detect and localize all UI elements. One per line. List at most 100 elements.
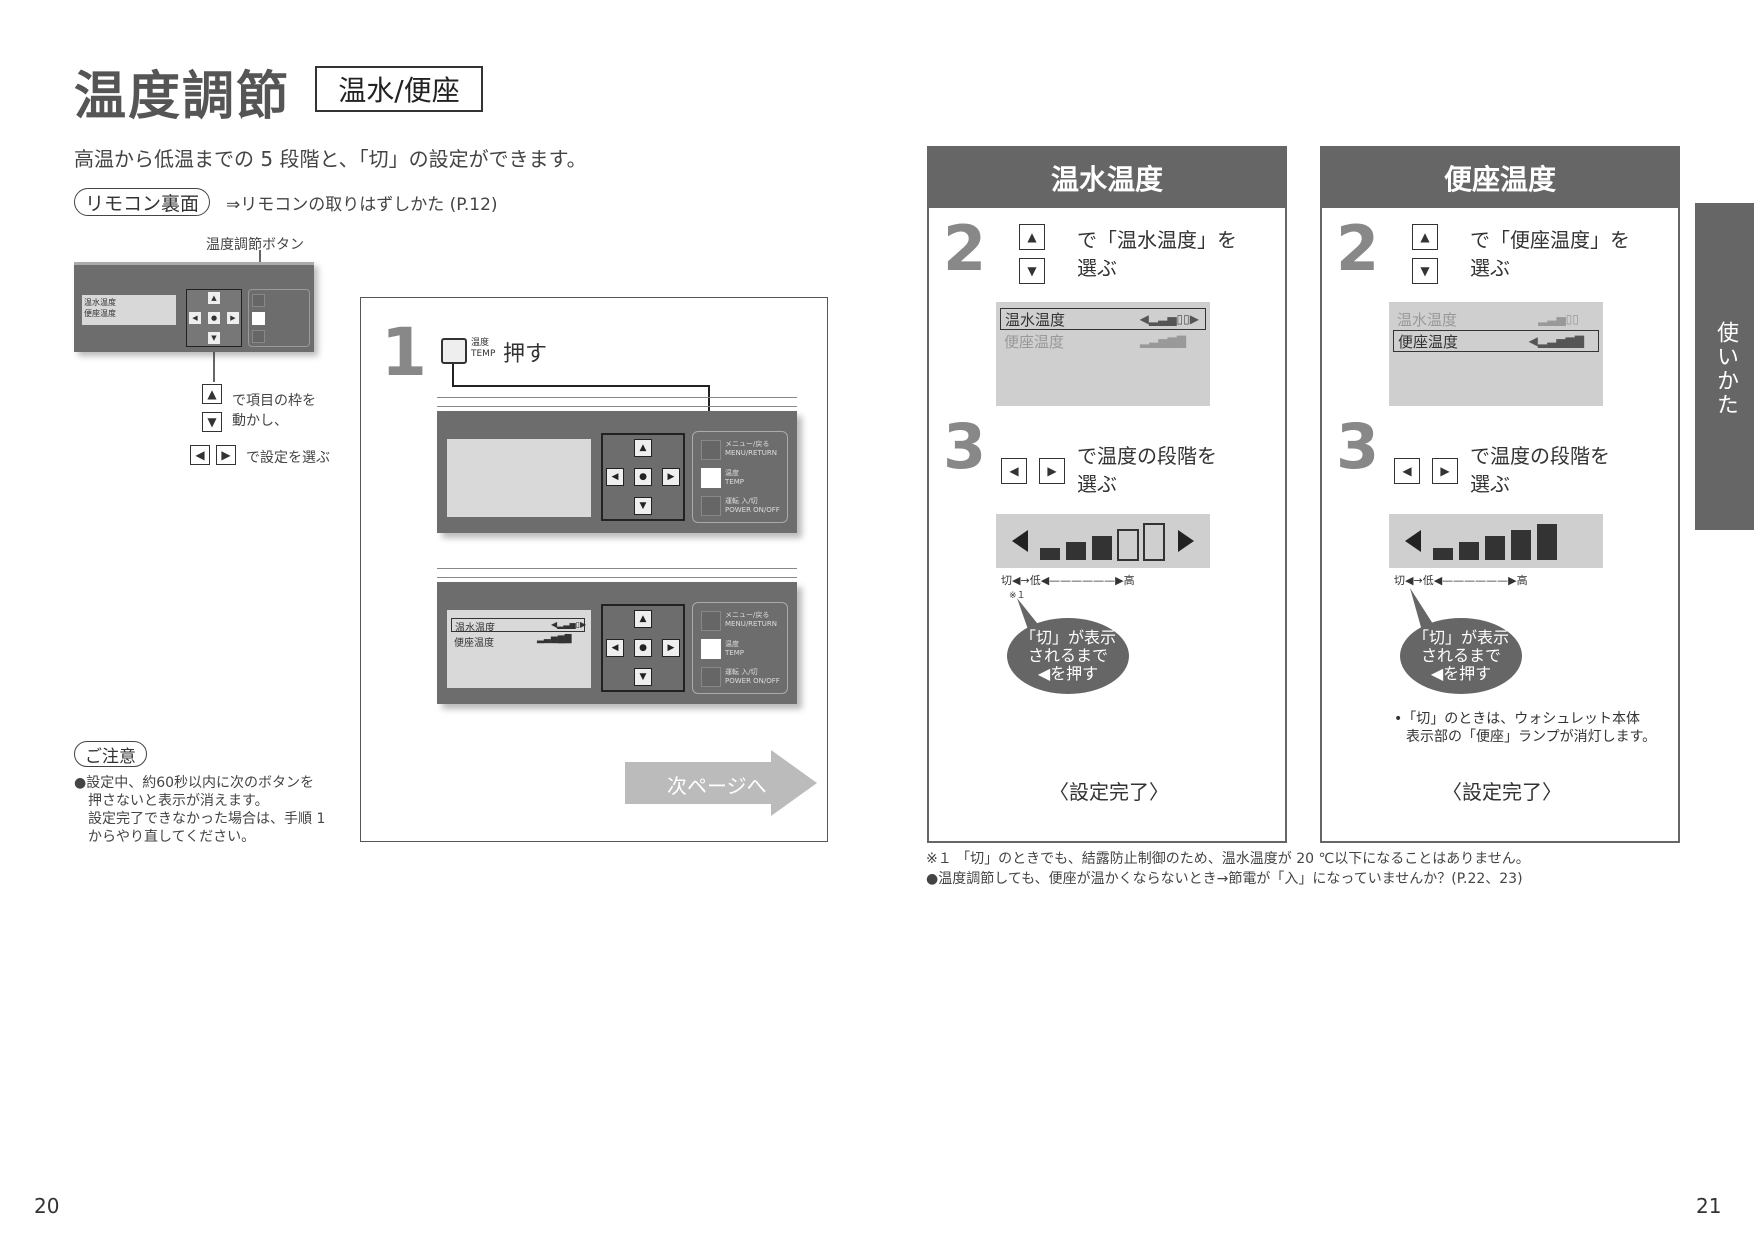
- water-step2-line2: 選ぶ: [1077, 256, 1117, 280]
- page-number-left: 20: [34, 1194, 60, 1218]
- remote-2-screen: 温水温度 ◀▂▃▅▯▶ 便座温度 ▂▃▅▆▇: [447, 610, 591, 688]
- side-tab[interactable]: 使いかた: [1695, 203, 1754, 530]
- mini-remote: 温水温度 便座温度 ▲ ◀ ● ▶ ▼: [74, 262, 314, 352]
- r1-temp-button: [701, 468, 721, 488]
- down-arrow-icon: ▼: [202, 412, 222, 432]
- r2-power-button: [701, 667, 721, 687]
- remote-1-screen: [447, 439, 591, 517]
- water-right-icon: ▶: [1039, 458, 1065, 484]
- r1-right-icon: ▶: [662, 468, 680, 486]
- section-tag: 温水/便座: [315, 66, 483, 112]
- seat-bubble: 「切」が表示 されるまで ◀を押す: [1400, 618, 1522, 694]
- water-step3-line1: で温度の段階を: [1077, 444, 1217, 468]
- water-step3-num: 3: [943, 410, 987, 483]
- r2-menu-button: [701, 611, 721, 631]
- step1-action: 押す: [503, 342, 548, 367]
- seat-down-icon: ▼: [1412, 258, 1438, 284]
- r2-left-icon: ◀: [606, 639, 624, 657]
- mini-up-icon: ▲: [208, 292, 220, 304]
- water-bubble-2: されるまで: [1027, 646, 1108, 665]
- mini-remote-screen: 温水温度 便座温度: [82, 295, 176, 325]
- r1-power-button: [701, 496, 721, 516]
- r1-menu-button: [701, 440, 721, 460]
- temp-btn-bottom: TEMP: [471, 349, 496, 359]
- seat-lcd-row1-bars: ▂▃▅▯▯: [1538, 312, 1579, 326]
- water-lcd: 温水温度◀▂▃▅▯▯▶ 便座温度▂▃▅▆▇: [996, 302, 1210, 406]
- right-arrow-icon: ▶: [216, 445, 236, 465]
- seat-step3-text: で温度の段階を 選ぶ: [1470, 442, 1610, 498]
- seat-right-icon: ▶: [1432, 458, 1458, 484]
- water-scale-low: 低: [1029, 574, 1041, 587]
- mini-row-1: 温水温度: [84, 298, 116, 307]
- water-bubble-3: ◀を押す: [1037, 664, 1099, 683]
- mini-side-buttons: [248, 289, 310, 347]
- intro-text: 高温から低温までの 5 段階と、「切」の設定ができます。: [74, 147, 587, 171]
- seat-step2-line1: で「便座温度」を: [1470, 228, 1630, 252]
- water-left-icon: ◀: [1001, 458, 1027, 484]
- r2-temp-button: [701, 639, 721, 659]
- water-scale: 切◀→低◀——————▶高: [1001, 574, 1135, 587]
- remote-2: 温水温度 ◀▂▃▅▯▶ 便座温度 ▂▃▅▆▇ ▲ ◀ ● ▶ ▼ メニュー/戻る…: [437, 568, 797, 704]
- mini-power-square: [252, 330, 265, 343]
- seat-level-bars: [1389, 514, 1603, 568]
- caution-pill: ご注意: [74, 741, 147, 767]
- leader-line-2: [213, 352, 215, 382]
- seat-lcd-row2-bars: ◀▂▃▅▆▇: [1528, 334, 1584, 348]
- mini-left-icon: ◀: [189, 312, 201, 324]
- mini-row-2: 便座温度: [84, 309, 116, 318]
- seat-scale-off: 切: [1394, 574, 1405, 587]
- r1-left-icon: ◀: [606, 468, 624, 486]
- mini-menu-square: [252, 294, 265, 307]
- water-step2-text: で「温水温度」を 選ぶ: [1077, 226, 1237, 282]
- water-lcd-row1: 温水温度◀▂▃▅▯▯▶: [1000, 308, 1206, 330]
- caution-line-4: からやり直してください。: [88, 829, 256, 845]
- next-page-arrow-shape: [625, 750, 817, 816]
- seat-lcd-row1: 温水温度▂▃▅▯▯: [1397, 310, 1579, 329]
- temp-button-caption: 温度 TEMP: [471, 338, 495, 360]
- side-tab-label: 使いかた: [1713, 321, 1738, 417]
- water-note-mark: ※１: [1009, 591, 1026, 601]
- water-lcd-row2-bars: ▂▃▅▆▇: [1139, 334, 1186, 348]
- temp-btn-top: 温度: [471, 338, 490, 348]
- water-done: 〈設定完了〉: [1049, 780, 1169, 804]
- seat-scale-high: 高: [1516, 574, 1528, 587]
- move-text-1: で項目の枠を: [232, 393, 316, 409]
- select-text: で設定を選ぶ: [246, 450, 330, 466]
- water-level-bars: [996, 514, 1210, 568]
- r1-center-icon: ●: [634, 468, 652, 486]
- r2-up-icon: ▲: [634, 610, 652, 628]
- r2-center-icon: ●: [634, 639, 652, 657]
- next-page-arrow[interactable]: 次ページへ: [625, 750, 817, 816]
- remote-2-edge: [437, 568, 797, 578]
- remote-reference: ⇒リモコンの取りはずしかた (P.12): [226, 195, 498, 215]
- seat-left-icon: ◀: [1394, 458, 1420, 484]
- seat-lcd: 温水温度▂▃▅▯▯ 便座温度◀▂▃▅▆▇: [1389, 302, 1603, 406]
- footnote-2: ●温度調節しても、便座が温かくならないとき→節電が「入」になっていませんか？(P…: [926, 871, 1523, 887]
- panel-seat-temp: 便座温度 2 ▲ ▼ で「便座温度」を 選ぶ 温水温度▂▃▅▯▯ 便座温度◀▂▃…: [1320, 146, 1680, 843]
- footnote-1: ※１ 「切」のときでも、結露防止制御のため、温水温度が 20 ℃以下になることは…: [926, 851, 1530, 867]
- temp-button-icon: [441, 338, 467, 364]
- caution-line-2: 押さないと表示が消えます。: [88, 793, 269, 809]
- mini-dpad: ▲ ◀ ● ▶ ▼: [186, 289, 242, 347]
- next-page-label: 次ページへ: [667, 774, 767, 798]
- seat-step3-num: 3: [1336, 410, 1380, 483]
- remote-1-edge: [437, 397, 797, 407]
- remote-2-dpad: ▲ ◀ ● ▶ ▼: [601, 604, 685, 692]
- r2-row2-bars: ▂▃▅▆▇: [537, 634, 572, 644]
- seat-lcd-row2: 便座温度◀▂▃▅▆▇: [1393, 330, 1599, 352]
- seat-done: 〈設定完了〉: [1442, 780, 1562, 804]
- seat-bubble-2: されるまで: [1420, 646, 1501, 665]
- water-step2-line1: で「温水温度」を: [1077, 228, 1237, 252]
- water-step2-num: 2: [943, 212, 987, 285]
- seat-bubble-3: ◀を押す: [1430, 664, 1492, 683]
- water-down-icon: ▼: [1019, 258, 1045, 284]
- page-title: 温度調節: [74, 67, 291, 127]
